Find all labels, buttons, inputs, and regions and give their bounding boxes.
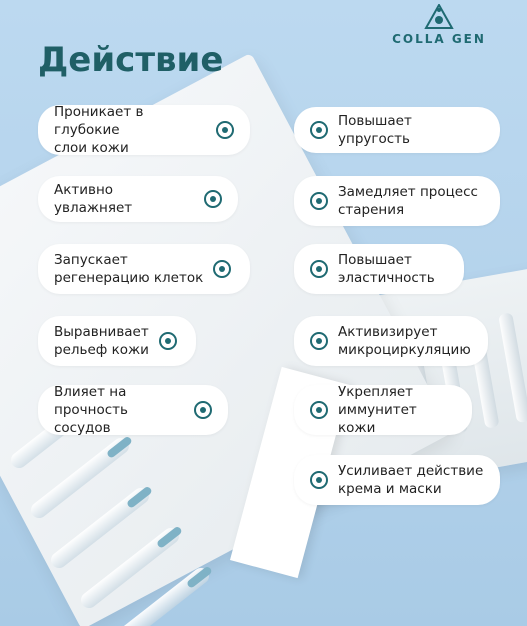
- target-dot-icon: [213, 260, 232, 278]
- target-dot-icon: [310, 192, 328, 210]
- benefit-item: Замедляет процесс старения: [294, 176, 500, 226]
- brand-logo: COLLA GEN: [379, 4, 499, 50]
- benefit-label: Проникает в глубокие слои кожи: [54, 104, 144, 156]
- target-dot-icon: [216, 121, 234, 139]
- target-dot-icon: [158, 332, 177, 350]
- target-dot-icon: [310, 260, 328, 278]
- target-dot-icon: [194, 401, 212, 419]
- benefit-label: Выравнивает рельеф кожи: [54, 324, 149, 358]
- benefit-item: Активно увлажняет: [38, 176, 238, 222]
- benefit-label: Укрепляет иммунитет кожи: [338, 384, 417, 436]
- benefit-item: Проникает в глубокие слои кожи: [38, 104, 250, 156]
- benefit-label: Активно увлажняет: [54, 182, 133, 216]
- benefit-item: Влияет на прочность сосудов: [38, 384, 228, 436]
- benefit-label: Замедляет процесс старения: [338, 184, 478, 218]
- page-title: Действие: [38, 40, 224, 80]
- target-dot-icon: [310, 121, 328, 139]
- brand-name: COLLA GEN: [392, 32, 486, 46]
- benefit-label: Повышает эластичность: [338, 252, 435, 286]
- benefit-item: Выравнивает рельеф кожи: [38, 316, 196, 366]
- target-dot-icon: [310, 401, 328, 419]
- benefit-item: Запускает регенерацию клеток: [38, 244, 250, 294]
- benefit-item: Активизирует микроциркуляцию: [294, 316, 488, 366]
- benefit-label: Повышает упругость: [338, 113, 412, 147]
- benefit-item: Повышает эластичность: [294, 244, 464, 294]
- benefit-label: Усиливает действие крема и маски: [338, 463, 484, 497]
- benefit-label: Запускает регенерацию клеток: [54, 252, 204, 286]
- benefit-item: Повышает упругость: [294, 107, 500, 153]
- benefit-label: Активизирует микроциркуляцию: [338, 324, 471, 358]
- benefit-item: Укрепляет иммунитет кожи: [294, 384, 472, 436]
- target-dot-icon: [310, 332, 328, 350]
- drop-molecule-icon: [424, 4, 454, 29]
- target-dot-icon: [204, 190, 222, 208]
- benefit-label: Влияет на прочность сосудов: [54, 384, 128, 436]
- target-dot-icon: [310, 471, 328, 489]
- benefit-item: Усиливает действие крема и маски: [294, 455, 500, 505]
